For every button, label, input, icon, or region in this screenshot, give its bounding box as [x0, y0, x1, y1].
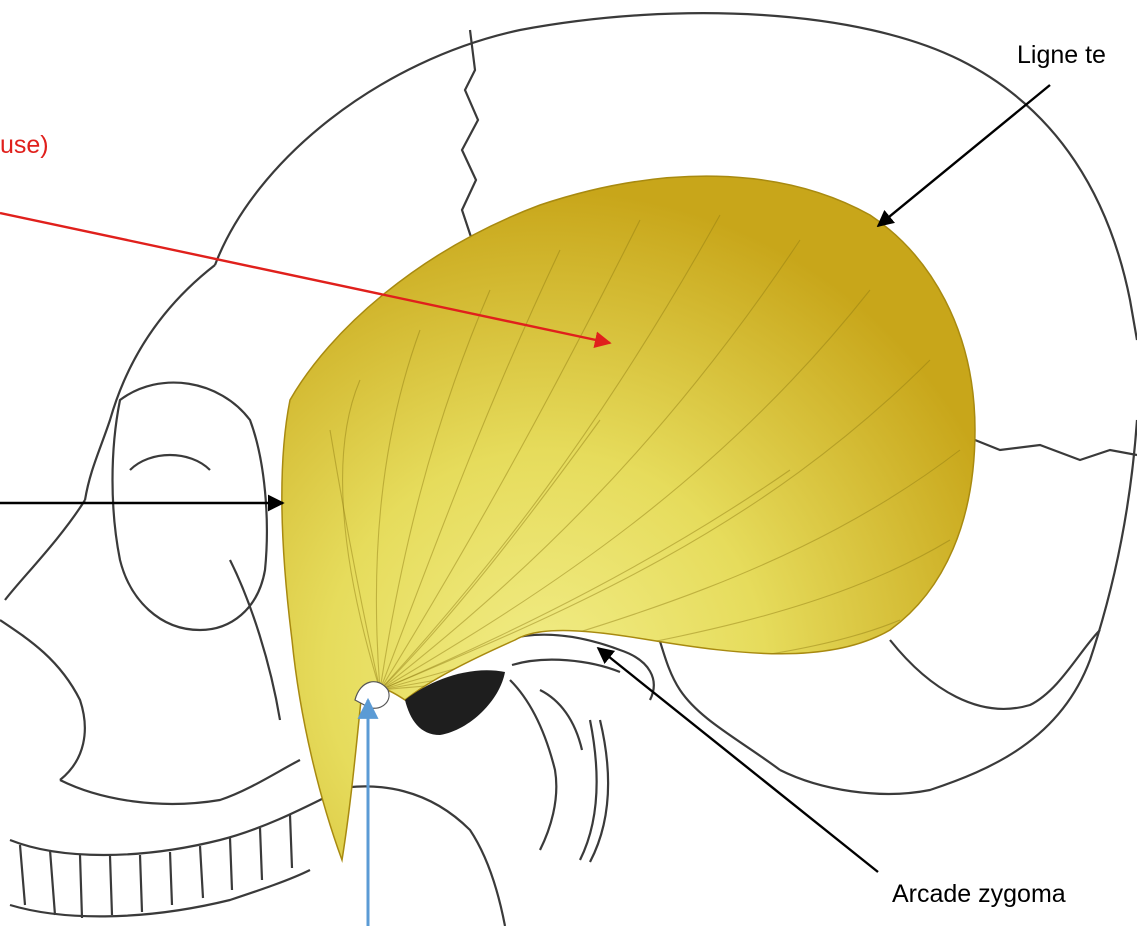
label-ligne-temporale: Ligne te — [1017, 41, 1106, 69]
arrow-to-zygomatic-arch — [598, 648, 878, 872]
label-arcade-zygomatique: Arcade zygoma — [892, 880, 1066, 908]
temporalis-muscle — [282, 176, 975, 860]
arrow-to-temporal-line — [878, 85, 1050, 226]
label-temporal-fossa: use) — [0, 131, 49, 159]
